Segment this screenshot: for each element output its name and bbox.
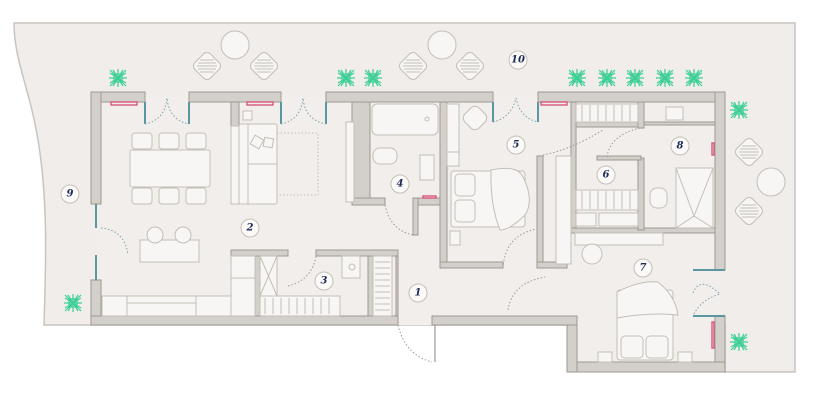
radiator-icon: [110, 101, 138, 106]
shower-tray: [675, 167, 714, 229]
plant-icon: [729, 332, 749, 352]
plant-icon: [567, 68, 587, 88]
plant-icon: [63, 293, 83, 313]
plant-icon: [655, 68, 675, 88]
room-number: 7: [640, 263, 647, 274]
room-label-6[interactable]: 6: [596, 165, 616, 185]
closet: [574, 103, 664, 265]
room-number: 6: [603, 170, 610, 181]
doors: [100, 97, 721, 363]
toilet: [649, 187, 668, 209]
room-label-3[interactable]: 3: [314, 271, 334, 291]
radiator-icon: [711, 321, 715, 349]
bathtub: [371, 103, 439, 136]
shower-cabinet: [345, 121, 355, 203]
toilet: [372, 147, 398, 165]
kitchen-counter: [101, 255, 256, 317]
room-label-8[interactable]: 8: [670, 136, 690, 156]
radiator-icon: [246, 101, 274, 106]
radiator-icon: [540, 101, 568, 106]
room-label-10[interactable]: 10: [508, 50, 528, 70]
plant-icon: [336, 68, 356, 88]
wardrobe: [259, 255, 393, 317]
room-number: 4: [397, 179, 404, 190]
radiator-icon: [422, 195, 437, 199]
room-number: 3: [321, 276, 328, 287]
radiator-icon: [711, 142, 715, 156]
plant-icon: [684, 68, 704, 88]
room-label-4[interactable]: 4: [390, 174, 410, 194]
room-number: 10: [511, 55, 525, 66]
plant-icon: [108, 68, 128, 88]
room-number: 1: [415, 288, 422, 299]
room-number: 8: [677, 141, 684, 152]
plant-icon: [625, 68, 645, 88]
kitchen-island: [139, 226, 200, 263]
room-label-7[interactable]: 7: [633, 258, 653, 278]
radiators: [110, 101, 715, 349]
bed: [597, 281, 693, 363]
windows: [95, 102, 725, 317]
furniture: [101, 30, 786, 363]
exterior-walls: [90, 91, 726, 373]
sofa: [230, 110, 319, 205]
room-number: 5: [513, 140, 520, 151]
sink: [419, 154, 435, 181]
dining-table: [129, 132, 211, 205]
corridor-wardrobe: [555, 155, 572, 265]
room-label-1[interactable]: 1: [408, 283, 428, 303]
room-label-5[interactable]: 5: [506, 135, 526, 155]
room-number: 2: [246, 223, 254, 234]
plant-icon: [729, 100, 749, 120]
terrace-furniture: [190, 30, 786, 228]
room-label-9[interactable]: 9: [60, 184, 80, 204]
plant-icon: [363, 68, 383, 88]
sink: [665, 106, 684, 121]
room-labels: 1 2 3 4 5 6 7 8 9 10: [60, 50, 690, 303]
room-label-2[interactable]: 2: [240, 218, 260, 238]
interior-walls: [230, 101, 716, 317]
bed: [446, 103, 530, 246]
room-number: 9: [67, 189, 74, 200]
plant-icon: [597, 68, 617, 88]
